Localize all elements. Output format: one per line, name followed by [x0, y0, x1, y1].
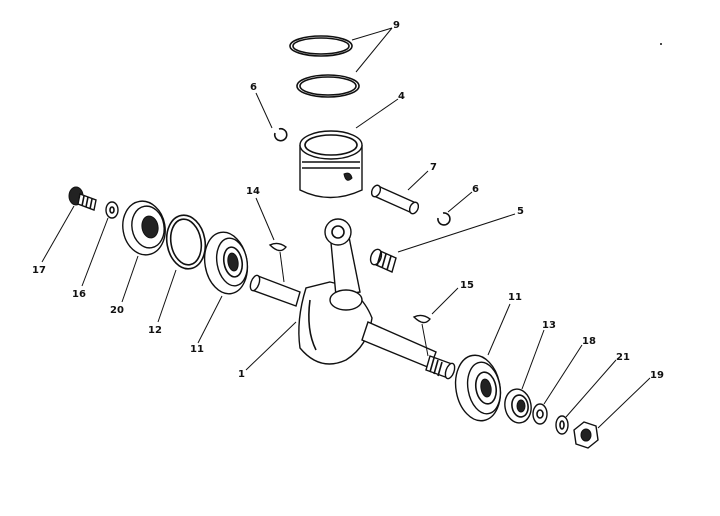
retainer-ring — [165, 214, 207, 270]
piston — [299, 130, 363, 199]
label-ball-bearing-left: 11 — [190, 344, 204, 355]
label-ball-bearing-right: 11 — [508, 292, 522, 303]
circlip-right — [437, 212, 451, 226]
label-lock-washer: 21 — [616, 352, 630, 363]
crankshaft — [249, 218, 456, 380]
label-crankshaft: 1 — [238, 369, 245, 380]
seal-right — [504, 388, 532, 424]
circlip-left — [273, 127, 288, 142]
label-needle-bearing: 5 — [517, 206, 524, 217]
needle-bearing — [369, 248, 397, 273]
label-screw: 17 — [32, 265, 46, 276]
ball-bearing-left — [203, 231, 249, 295]
woodruff-key-left — [268, 242, 287, 252]
label-washer-left: 16 — [72, 289, 86, 300]
ball-bearing-right — [454, 354, 502, 422]
label-woodruff-key-left: 14 — [246, 186, 260, 197]
label-woodruff-key-right: 15 — [460, 280, 474, 291]
label-nut: 19 — [650, 370, 664, 381]
seal-left — [122, 200, 166, 256]
label-seal-right: 13 — [542, 320, 556, 331]
lock-washer — [555, 415, 569, 435]
label-piston-rings: 9 — [393, 20, 400, 31]
piston-rings — [289, 35, 360, 98]
label-seal-left: 20 — [110, 305, 124, 316]
label-circlip-left: 6 — [250, 82, 257, 93]
label-washer-right: 18 — [582, 336, 596, 347]
label-retainer-ring: 12 — [148, 325, 162, 336]
screw — [68, 186, 97, 211]
wrist-pin — [370, 184, 420, 215]
label-piston: 4 — [398, 91, 405, 102]
label-circlip-right: 6 — [472, 184, 479, 195]
washer-right — [532, 403, 548, 425]
label-wrist-pin: 7 — [430, 162, 437, 173]
washer-left — [105, 201, 119, 219]
nut — [573, 421, 599, 449]
stray-mark — [660, 43, 662, 45]
woodruff-key-right — [412, 314, 431, 324]
